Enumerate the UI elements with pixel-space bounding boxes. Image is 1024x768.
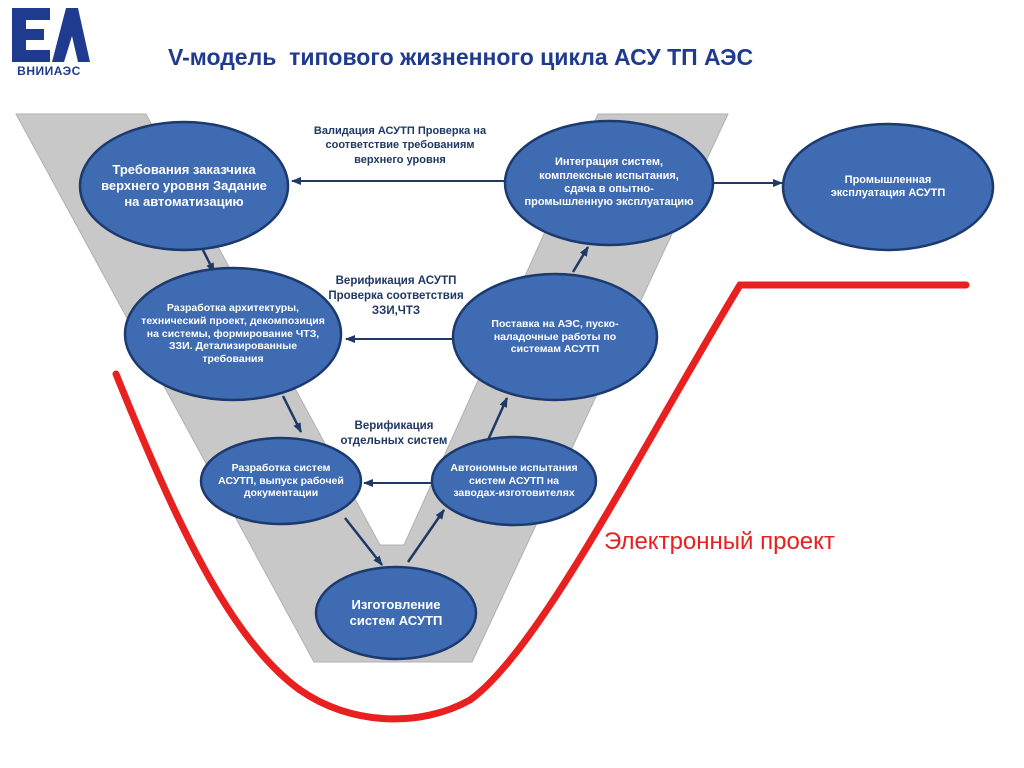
label-validation: Валидация АСУТП Проверка на соответствие…: [313, 125, 487, 166]
node-delivery-commissioning: Поставка на АЭС, пуско-наладочные работы…: [491, 317, 619, 356]
node-architecture-design-shape: [123, 266, 343, 402]
arrow-down-2: [281, 395, 303, 433]
node-autonomous-testing: Автономные испытания систем АСУТП на зав…: [450, 461, 578, 500]
node-industrial-operation-shape: [781, 122, 995, 252]
node-integration-testing-shape: [503, 119, 715, 247]
electronic-project-label: Электронный проект: [604, 528, 835, 555]
node-architecture-design: Разработка архитектуры, технический прое…: [141, 302, 325, 366]
node-customer-requirements: Требования заказчика верхнего уровня Зад…: [101, 162, 267, 209]
vniiaes-logo-icon: [12, 8, 90, 62]
arrow-down-3: [344, 517, 383, 566]
node-system-development-shape: [199, 436, 363, 526]
arrow-up-1: [406, 509, 446, 563]
node-manufacturing: Изготовление систем АСУТП: [349, 597, 443, 628]
label-verification: Верификация АСУТП Проверка соответствия …: [328, 275, 464, 317]
page-title: V-модель типового жизненного цикла АСУ Т…: [168, 44, 754, 70]
arrow-up-2: [486, 397, 509, 441]
node-manufacturing-shape: [314, 565, 478, 661]
node-industrial-operation: Промышленная эксплуатация АСУТП: [830, 173, 946, 199]
node-integration-testing: Интеграция систем, комплексные испытания…: [524, 156, 694, 209]
electronic-project-curve: [112, 281, 970, 723]
logo-caption: ВНИИАЭС: [17, 64, 81, 78]
node-system-development: Разработка систем АСУТП, выпуск рабочей …: [218, 461, 344, 500]
node-customer-requirements-shape: [78, 120, 290, 252]
node-delivery-commissioning-shape: [451, 272, 659, 402]
v-band: [15, 113, 729, 663]
label-verification-systems: Верификация отдельных систем: [340, 420, 448, 447]
node-autonomous-testing-shape: [430, 435, 598, 527]
arrow-up-3: [571, 246, 590, 273]
